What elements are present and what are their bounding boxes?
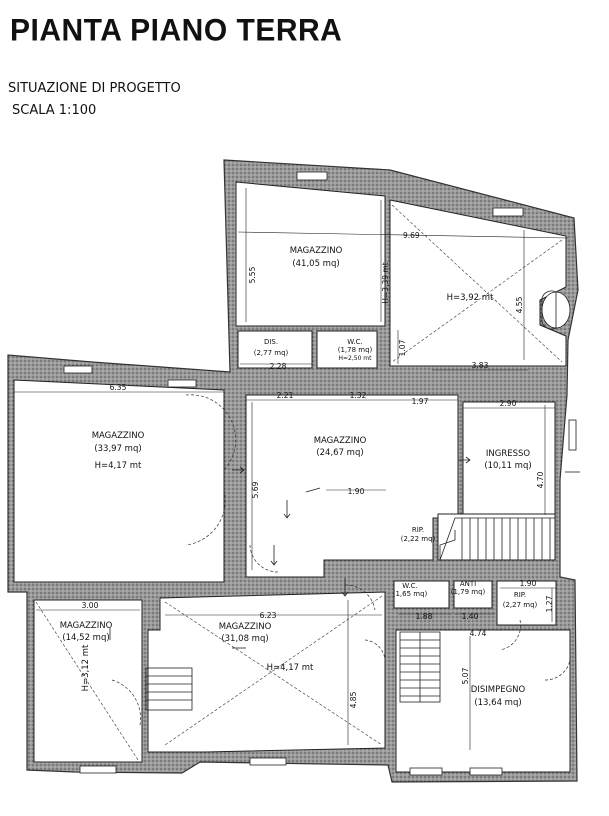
room-area-dis: (2,77 mq) <box>254 349 289 357</box>
room-label-dis: DIS. <box>264 338 278 346</box>
room-area-wc-bottom: (1,65 mq) <box>393 590 428 598</box>
stair-main <box>439 517 555 561</box>
dim-1-88: 1.88 <box>416 612 433 621</box>
room-area-wc-top: (1,78 mq) <box>338 346 373 354</box>
room-label-anti: ANTI <box>460 580 476 588</box>
dim-3-00: 3.00 <box>82 601 99 610</box>
dim-2-90: 2.90 <box>500 399 517 408</box>
windows <box>63 171 577 776</box>
room-height-upper-right: H=3,92 mt <box>447 293 494 303</box>
dim-6-23: 6.23 <box>260 611 277 620</box>
stair-magazzino <box>145 667 193 711</box>
room-upper-right <box>389 199 567 367</box>
room-label-rip-bottom: RIP. <box>514 591 526 599</box>
page-title: PIANTA PIANO TERRA <box>10 13 343 48</box>
dim-4-85: 4.85 <box>349 691 358 708</box>
stair-disimpegno <box>399 631 441 703</box>
dim-5-69: 5.69 <box>251 481 260 498</box>
vault-lines <box>35 204 563 761</box>
room-area-magazzino-top: (41,05 mq) <box>292 259 339 269</box>
dim-h-3-39: H=3,39 mt <box>381 262 390 303</box>
room-magazzino-left <box>13 379 225 583</box>
room-wc-bottom <box>393 580 450 609</box>
dimension-lines <box>14 188 569 750</box>
room-magazzino-bc <box>147 591 386 753</box>
dim-4-74: 4.74 <box>470 629 487 638</box>
dim-1-32: 1.32 <box>350 391 367 400</box>
room-label-wc-top: W.C. <box>347 338 362 346</box>
room-area-anti: (1,79 mq) <box>451 588 486 596</box>
room-area-ingresso: (10,11 mq) <box>484 461 531 471</box>
dim-1-07: 1.07 <box>398 339 407 356</box>
room-label-disimpegno: DISIMPEGNO <box>471 685 526 695</box>
dim-1-27: 1.27 <box>545 595 554 612</box>
room-height-magazzino-bc: H=4,17 mt <box>267 663 314 673</box>
dim-3-83: 3.83 <box>472 361 489 370</box>
room-area-magazzino-center: (24,67 mq) <box>316 448 363 458</box>
room-label-magazzino-bc: MAGAZZINO <box>219 622 272 632</box>
room-height-wc-top: H=2,50 mt <box>338 355 372 362</box>
room-label-rip-stair: RIP. <box>412 526 424 534</box>
room-label-magazzino-top: MAGAZZINO <box>290 246 343 256</box>
room-area-disimpegno: (13,64 mq) <box>474 698 521 708</box>
dim-5-07: 5.07 <box>461 667 470 684</box>
room-magazzino-top <box>235 181 386 327</box>
room-height-magazzino-bl: H=3,12 mt <box>81 644 91 691</box>
plan-subtitle: SITUAZIONE DI PROGETTO <box>8 81 181 96</box>
plan-scale: SCALA 1:100 <box>12 103 97 118</box>
room-anti <box>453 580 493 609</box>
room-wc-top <box>316 330 378 369</box>
dim-1-97: 1.97 <box>412 397 429 406</box>
room-label-magazzino-left: MAGAZZINO <box>92 431 145 441</box>
room-area-magazzino-left: (33,97 mq) <box>94 444 141 454</box>
dim-9-69: 9.69 <box>403 231 420 240</box>
room-label-ingresso: INGRESSO <box>486 449 531 459</box>
room-stair-area <box>437 513 556 561</box>
room-area-magazzino-bc: (31,08 mq) <box>221 634 268 644</box>
dim-1-90-a: 1.90 <box>348 487 365 496</box>
dim-4-55: 4.55 <box>515 296 524 313</box>
room-magazzino-center <box>245 394 459 578</box>
door-swings <box>111 394 571 726</box>
flow-arrows <box>109 456 580 649</box>
room-height-magazzino-left: H=4,17 mt <box>95 461 142 471</box>
dim-5-55: 5.55 <box>248 266 257 283</box>
dim-6-35: 6.35 <box>110 383 127 392</box>
room-label-wc-bottom: W.C. <box>402 582 417 590</box>
room-rip-bottom <box>496 580 557 626</box>
dim-2-28: 2.28 <box>270 362 287 371</box>
room-label-magazzino-bl: MAGAZZINO <box>60 621 113 631</box>
room-area-rip-bottom: (2,27 mq) <box>503 601 538 609</box>
room-label-magazzino-center: MAGAZZINO <box>314 436 367 446</box>
dim-1-90-b: 1.90 <box>520 579 537 588</box>
oval-window <box>541 290 571 330</box>
room-dis <box>237 330 313 369</box>
room-area-rip-stair: (2,22 mq) <box>401 535 436 543</box>
room-area-magazzino-bl: (14,52 mq) <box>62 633 109 643</box>
dim-4-70: 4.70 <box>536 471 545 488</box>
dim-2-21: 2.21 <box>277 391 294 400</box>
dim-1-40: 1.40 <box>462 612 479 621</box>
